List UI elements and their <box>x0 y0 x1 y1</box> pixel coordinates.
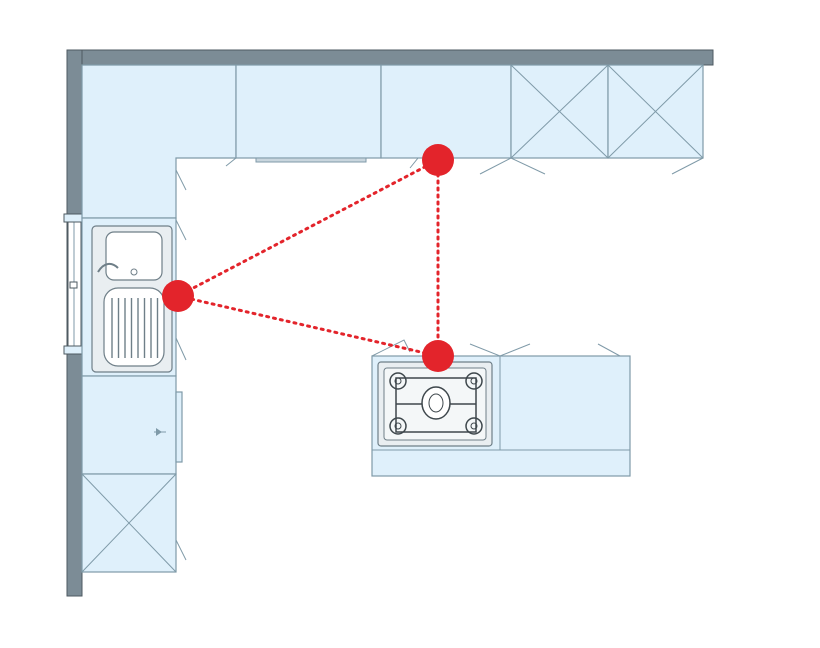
upper-cabinet <box>380 64 512 159</box>
top-cabinet-run <box>81 64 704 219</box>
drainboard <box>103 287 165 367</box>
faucet-icon <box>97 262 119 273</box>
window-handle <box>69 281 78 289</box>
sink-bowl <box>105 231 163 281</box>
refrigerator-vertex-marker <box>422 144 454 176</box>
burner-icon <box>465 372 483 390</box>
drainboard-grooves <box>111 298 159 358</box>
work-triangle <box>162 144 454 372</box>
upper-cabinet <box>235 64 382 159</box>
grate <box>395 377 477 433</box>
burner-icon <box>465 417 483 435</box>
sink <box>91 225 173 373</box>
burner-icon <box>389 372 407 390</box>
base-cabinet <box>81 375 177 475</box>
drawer-handle <box>255 157 367 163</box>
cooktop <box>377 361 493 447</box>
wok-burner-icon <box>421 386 451 420</box>
sink-vertex-marker <box>162 280 194 312</box>
corner-cabinet <box>81 64 237 219</box>
window-frame-bottom <box>63 345 85 355</box>
drain-icon <box>130 268 138 276</box>
cabinet-handle <box>175 391 183 463</box>
cooktop-vertex-marker <box>422 340 454 372</box>
triangle-edge <box>176 294 440 358</box>
triangle-edge <box>176 158 440 298</box>
burner-icon <box>389 417 407 435</box>
top-wall <box>66 49 714 66</box>
window-frame-top <box>63 213 85 223</box>
island <box>371 339 631 477</box>
